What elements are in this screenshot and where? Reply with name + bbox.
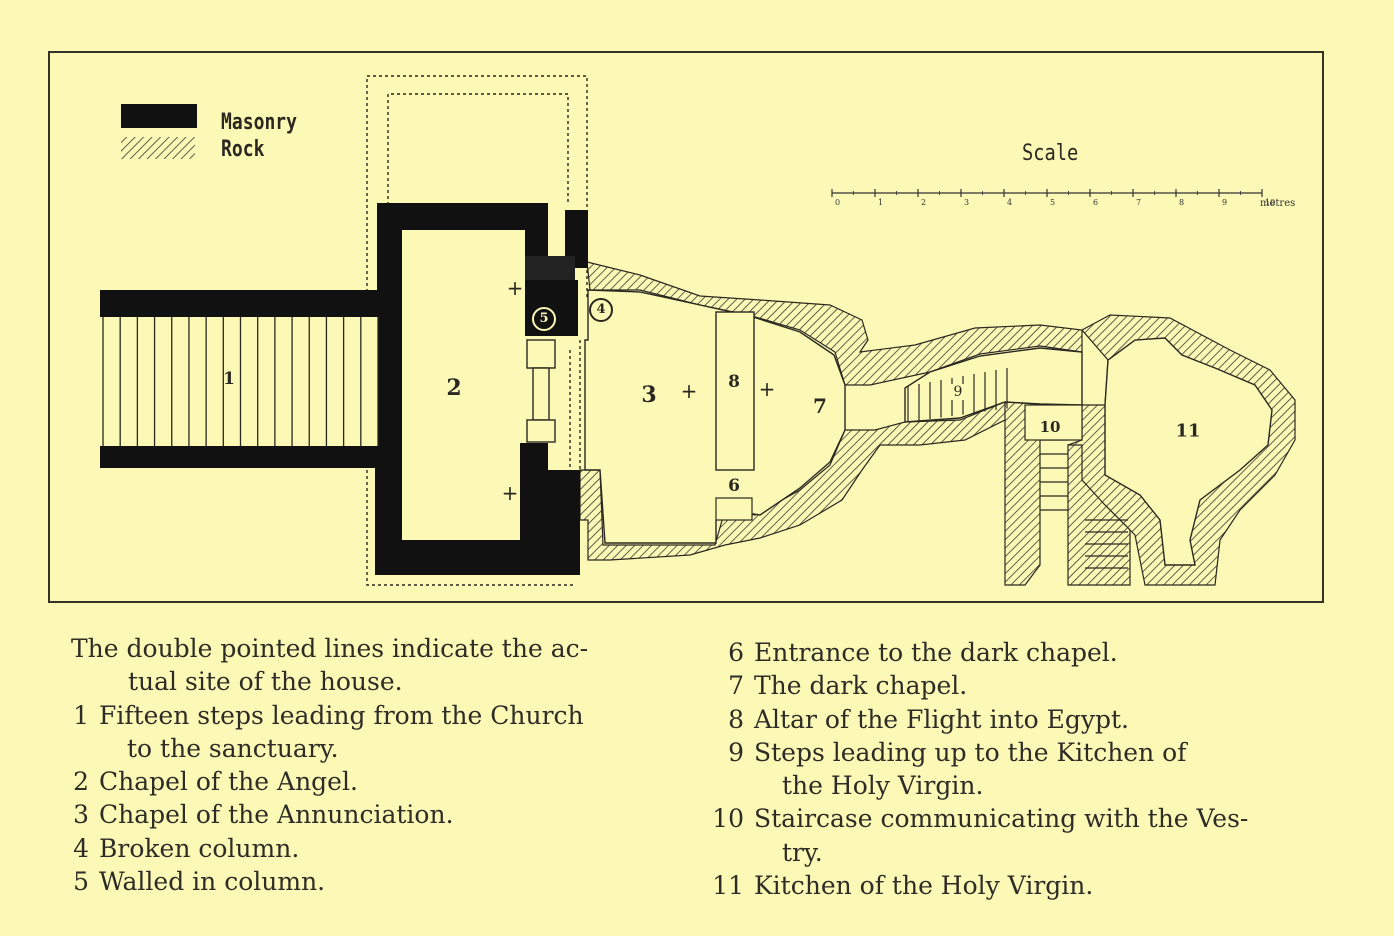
room-label-4: 4 bbox=[589, 298, 613, 322]
masonry-chapel-angel-walls bbox=[375, 203, 580, 575]
room-label-8: 8 bbox=[728, 372, 740, 392]
caption-item-10-cont: try. bbox=[706, 836, 1326, 869]
caption-item-text: Staircase communicating with the Ves- bbox=[754, 804, 1249, 834]
caption-item-1-cont: to the sanctuary. bbox=[71, 732, 691, 765]
room-label-6: 6 bbox=[728, 476, 740, 496]
caption-item-text: Walled in column. bbox=[99, 867, 326, 897]
caption-item-8: 8 Altar of the Flight into Egypt. bbox=[706, 703, 1326, 736]
legend-masonry-label: Masonry bbox=[221, 110, 298, 135]
scale-tick-label: 7 bbox=[1136, 198, 1142, 207]
masonry-north-block bbox=[548, 210, 588, 268]
steps-1 bbox=[102, 317, 379, 446]
masonry-upper-pier bbox=[525, 256, 575, 280]
caption-item-text: the Holy Virgin. bbox=[782, 771, 984, 801]
caption-item-text: Broken column. bbox=[99, 833, 300, 863]
cross-marker-south: + bbox=[501, 481, 519, 505]
caption-item-2: 2 Chapel of the Angel. bbox=[71, 765, 691, 798]
caption-item-number: 5 bbox=[73, 867, 89, 897]
caption-intro-line-1: The double pointed lines indicate the ac… bbox=[71, 634, 589, 663]
entrance-6-threshold bbox=[715, 497, 753, 521]
cross-marker-north: + bbox=[506, 276, 524, 300]
caption-item-number: 8 bbox=[728, 704, 744, 734]
caption-item-text: Chapel of the Annunciation. bbox=[99, 800, 454, 830]
scale-tick-label: 6 bbox=[1093, 198, 1099, 207]
legend-rock-label: Rock bbox=[221, 137, 265, 162]
room-label-7: 7 bbox=[813, 394, 827, 418]
scale-tick-label: 2 bbox=[921, 198, 927, 207]
caption-item-text: try. bbox=[782, 837, 823, 867]
scale-tick-label: 8 bbox=[1179, 198, 1185, 207]
scale-tick-label: 5 bbox=[1050, 198, 1056, 207]
legend-rock-swatch bbox=[121, 137, 195, 159]
caption-item-text: to the sanctuary. bbox=[127, 733, 339, 763]
caption-item-3: 3 Chapel of the Annunciation. bbox=[71, 798, 691, 831]
room-label-2: 2 bbox=[446, 375, 462, 401]
legend-masonry-swatch bbox=[121, 104, 197, 128]
caption-item-text: The dark chapel. bbox=[754, 671, 968, 701]
room-label-9: 9 bbox=[949, 384, 967, 400]
plan-frame bbox=[48, 51, 1324, 603]
caption-item-number: 2 bbox=[73, 767, 89, 797]
scale-tick-label: 10 bbox=[1265, 198, 1276, 207]
caption-item-11: 11 Kitchen of the Holy Virgin. bbox=[706, 869, 1326, 902]
caption-item-5: 5 Walled in column. bbox=[71, 865, 691, 898]
scale-title: Scale bbox=[1022, 141, 1079, 166]
scale-unit: metres bbox=[1260, 198, 1296, 209]
caption-item-number: 4 bbox=[73, 833, 89, 863]
caption-item-10: 10 Staircase communicating with the Ves- bbox=[706, 802, 1326, 835]
room-interiors bbox=[584, 289, 1273, 566]
masonry-stair-top-wall bbox=[100, 290, 380, 317]
altar-8 bbox=[715, 311, 755, 471]
caption-item-number: 1 bbox=[73, 700, 89, 730]
caption-item-number: 6 bbox=[728, 638, 744, 667]
caption-item-text: Entrance to the dark chapel. bbox=[754, 638, 1118, 667]
caption-item-4: 4 Broken column. bbox=[71, 832, 691, 865]
caption-item-text: Kitchen of the Holy Virgin. bbox=[754, 871, 1094, 901]
cross-marker-room7: + bbox=[758, 377, 776, 401]
caption-item-1: 1 Fifteen steps leading from the Church bbox=[71, 699, 691, 732]
caption-right: 6 Entrance to the dark chapel. 7 The dark c… bbox=[706, 636, 1326, 902]
room-label-10: 10 bbox=[1035, 418, 1065, 436]
rock-staircase-east bbox=[1067, 444, 1131, 586]
caption-item-text: Chapel of the Angel. bbox=[99, 767, 358, 797]
caption-item-text: Altar of the Flight into Egypt. bbox=[754, 704, 1129, 734]
room-11-interior bbox=[1104, 337, 1273, 566]
room-3-interior bbox=[584, 289, 846, 544]
caption-item-6: 6 Entrance to the dark chapel. bbox=[706, 636, 1326, 669]
scale-tick-label: 4 bbox=[1007, 198, 1013, 207]
caption-item-number: 11 bbox=[712, 871, 744, 901]
scale-bar bbox=[831, 189, 1263, 197]
masonry-stair-bottom-wall bbox=[100, 446, 380, 468]
caption-left: The double pointed lines indicate the ac… bbox=[71, 632, 691, 898]
caption-item-number: 9 bbox=[728, 737, 744, 767]
caption-item-7: 7 The dark chapel. bbox=[706, 669, 1326, 702]
caption-item-number: 10 bbox=[712, 804, 744, 834]
caption-item-9-cont: the Holy Virgin. bbox=[706, 769, 1326, 802]
caption-item-text: Fifteen steps leading from the Church bbox=[99, 700, 584, 730]
room-label-1: 1 bbox=[223, 369, 235, 389]
column-pillars bbox=[526, 339, 556, 443]
room-label-3: 3 bbox=[641, 382, 657, 408]
scale-tick-label: 3 bbox=[964, 198, 970, 207]
caption-intro-line-2: tual site of the house. bbox=[128, 667, 403, 697]
caption-item-number: 7 bbox=[728, 671, 744, 701]
room-label-11: 11 bbox=[1175, 420, 1201, 442]
caption-item-9: 9 Steps leading up to the Kitchen of bbox=[706, 736, 1326, 769]
caption-item-text: Steps leading up to the Kitchen of bbox=[754, 737, 1187, 767]
caption-item-number: 3 bbox=[73, 800, 89, 830]
cross-marker-room3: + bbox=[680, 379, 698, 403]
scale-tick-label: 1 bbox=[878, 198, 884, 207]
room-label-5: 5 bbox=[532, 307, 556, 331]
scale-tick-label: 0 bbox=[835, 198, 841, 207]
scale-tick-label: 9 bbox=[1222, 198, 1228, 207]
